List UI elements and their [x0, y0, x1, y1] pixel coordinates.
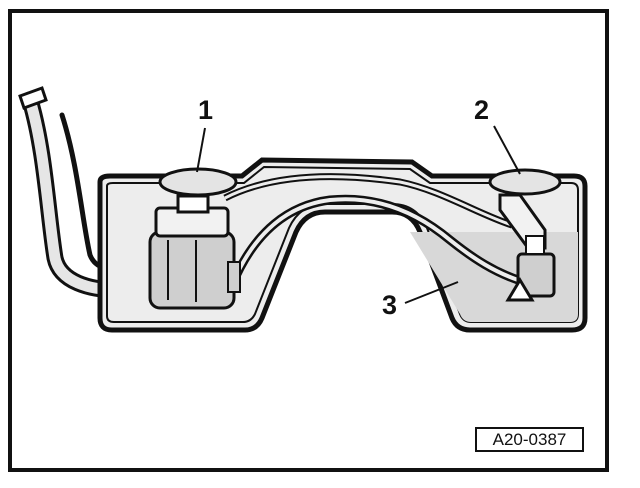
figure-reference-code: A20-0387: [475, 427, 584, 452]
leader-lines: [196, 125, 521, 304]
leader-line-3: [404, 281, 459, 304]
fuel-lines: [223, 173, 520, 287]
callout-2: 2: [474, 95, 490, 125]
leader-line-2: [493, 125, 521, 175]
callout-3: 3: [382, 290, 398, 320]
leader-line-1: [196, 127, 206, 173]
level-sender-unit: [498, 193, 556, 302]
callout-1: 1: [198, 95, 214, 125]
fuel-delivery-unit: [148, 194, 241, 310]
